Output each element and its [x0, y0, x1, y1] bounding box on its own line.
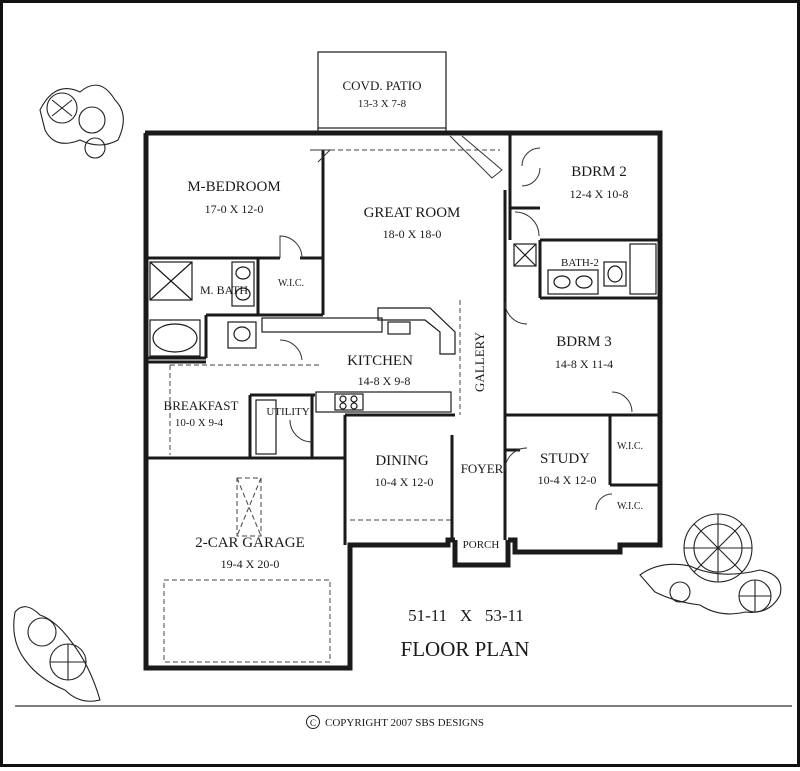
copyright-circle-icon — [306, 715, 320, 729]
dining-dims: 10-4 X 12-0 — [375, 475, 434, 489]
patio-label: COVD. PATIO — [343, 78, 422, 93]
wic-study-upper-label: W.I.C. — [617, 441, 643, 452]
porch-label: PORCH — [463, 539, 500, 551]
shrub-bottom-left-icon — [13, 606, 101, 702]
utility-label: UTILITY — [266, 406, 309, 418]
mbed-label: M-BEDROOM — [187, 179, 280, 195]
breakfast-label: BREAKFAST — [164, 398, 239, 413]
shrub-bottom-right-icon — [639, 513, 782, 615]
copyright-symbol: C — [310, 718, 316, 728]
patio-dims: 13-3 X 7-8 — [358, 98, 407, 110]
wic-master-label: W.I.C. — [278, 278, 304, 289]
mbath-label: M. BATH — [200, 283, 248, 297]
wic-study-lower-label: W.I.C. — [617, 501, 643, 512]
garage-dims: 19-4 X 20-0 — [221, 557, 280, 571]
bdrm2-label: BDRM 2 — [571, 164, 626, 180]
copyright-text: COPYRIGHT 2007 SBS DESIGNS — [325, 717, 484, 729]
great-room-label: GREAT ROOM — [364, 205, 461, 221]
overhead-dashed-lines — [169, 149, 500, 521]
great-room-dims: 18-0 X 18-0 — [383, 227, 442, 241]
kitchen-label: KITCHEN — [347, 353, 413, 369]
study-label: STUDY — [540, 451, 590, 467]
exterior-walls — [143, 130, 663, 671]
plan-title: FLOOR PLAN — [401, 637, 530, 661]
foyer-label: FOYER — [461, 461, 504, 476]
dining-label: DINING — [375, 453, 428, 469]
overall-dimensions: 51-11 X 53-11 — [408, 606, 524, 625]
bath2-label: BATH-2 — [561, 257, 599, 269]
study-dims: 10-4 X 12-0 — [538, 473, 597, 487]
kitchen-dims: 14-8 X 9-8 — [358, 374, 411, 388]
bdrm2-dims: 12-4 X 10-8 — [570, 187, 629, 201]
gallery-label: GALLERY — [472, 331, 487, 392]
shrub-top-left-icon — [39, 84, 124, 159]
mbed-dims: 17-0 X 12-0 — [205, 202, 264, 216]
bdrm3-dims: 14-8 X 11-4 — [555, 357, 613, 371]
room-labels: COVD. PATIO 13-3 X 7-8 M-BEDROOM 17-0 X … — [164, 78, 643, 571]
breakfast-dims: 10-0 X 9-4 — [175, 417, 224, 429]
garage-label: 2-CAR GARAGE — [195, 535, 305, 551]
bdrm3-label: BDRM 3 — [556, 334, 611, 350]
